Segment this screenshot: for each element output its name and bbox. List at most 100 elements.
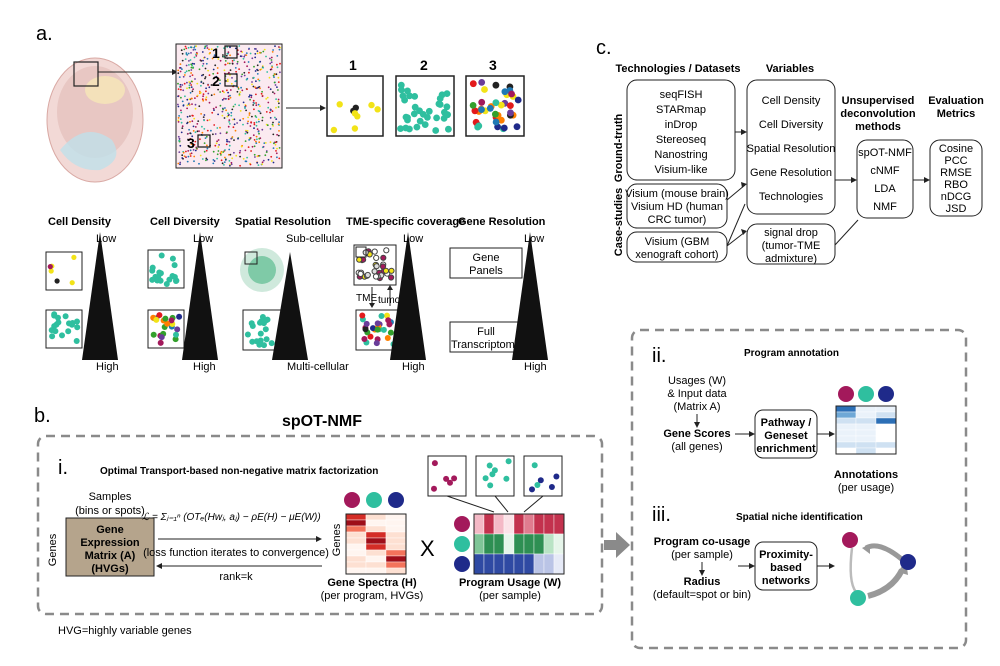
- signal-line1: signal drop: [764, 227, 818, 239]
- tissue-cell-dot: [256, 161, 259, 164]
- tissue-cell-dot: [206, 129, 209, 132]
- tissue-cell-dot: [199, 91, 202, 94]
- density-low-dot: [54, 278, 60, 284]
- spectra-cell: [345, 543, 367, 551]
- loss-note: (loss function iterates to convergence): [143, 547, 329, 559]
- tissue-cell-dot: [234, 103, 237, 106]
- tissue-cell-dot: [177, 69, 180, 72]
- tissue-cell-dot: [205, 62, 208, 65]
- tissue-cell-dot: [243, 74, 246, 77]
- tissue-cell-dot: [204, 76, 207, 78]
- usage-cell: [483, 553, 495, 575]
- tissue-cell-dot: [177, 135, 180, 138]
- tissue-cell-dot: [221, 99, 224, 101]
- annotation-cell: [875, 441, 897, 449]
- tissue-cell-dot: [179, 163, 181, 166]
- tissue-cell-dot: [177, 88, 180, 90]
- tissue-cell-dot: [194, 126, 197, 128]
- tissue-cell-dot: [279, 71, 281, 74]
- tissue-cell-dot: [224, 159, 227, 161]
- tissue-cell-dot: [228, 119, 231, 121]
- tissue-cell-dot: [245, 54, 248, 56]
- tissue-cell-dot: [226, 140, 228, 143]
- tissue-cell-dot: [219, 104, 222, 107]
- diversity-low-dot: [169, 255, 176, 262]
- tissue-cell-dot: [206, 144, 208, 147]
- tissue-cell-dot: [226, 80, 229, 83]
- tissue-cell-dot: [179, 63, 182, 65]
- tissue-cell-dot: [180, 88, 182, 91]
- spot-nmf-dashed-box: [36, 434, 604, 616]
- gene-resolution-wedge: [512, 232, 548, 360]
- usage-inset-dot: [489, 471, 496, 478]
- tissue-cell-dot: [255, 142, 258, 145]
- tissue-cell-dot: [254, 86, 256, 89]
- case1-line2: Visium HD (human: [631, 201, 723, 213]
- tme-high: High: [402, 361, 425, 373]
- tissue-cell-dot: [278, 121, 280, 124]
- tme-high-dot: [359, 312, 366, 319]
- annotation-cell: [875, 429, 897, 437]
- annotation-cell: [835, 435, 857, 443]
- tme-high-dot: [378, 313, 385, 319]
- usage-inset-dot: [503, 475, 510, 482]
- inset-cell-dot: [398, 86, 405, 94]
- signal-drop-box: [746, 223, 836, 265]
- flow-arrow: [604, 532, 630, 558]
- tissue-cell-dot: [271, 66, 274, 68]
- tissue-cell-dot: [270, 56, 273, 59]
- tissue-cell-dot: [226, 53, 229, 55]
- tissue-cell-dot: [216, 157, 219, 160]
- tissue-cell-dot: [189, 132, 192, 135]
- tissue-cell-dot: [270, 68, 273, 71]
- tissue-cell-dot: [278, 46, 280, 48]
- tissue-cell-dot: [180, 109, 182, 112]
- tissue-cell-dot: [208, 48, 210, 51]
- tissue-cell-dot: [186, 81, 188, 84]
- spectra-cell: [365, 555, 387, 563]
- zoom-label-2: 2: [212, 73, 220, 89]
- spectra-cell: [385, 531, 407, 539]
- inset-cell-dot: [410, 110, 418, 118]
- tissue-cell-dot: [278, 147, 281, 149]
- times-symbol: X: [420, 536, 435, 561]
- tissue-cell-dot: [198, 105, 201, 108]
- tissue-cell-dot: [189, 59, 192, 61]
- tme-low-dot: [382, 267, 390, 274]
- tissue-cell-dot: [251, 115, 253, 118]
- tissue-cell-dot: [276, 63, 278, 66]
- tissue-cell-dot: [186, 160, 189, 163]
- tissue-cell-dot: [256, 50, 259, 52]
- diversity-high-dot: [158, 334, 165, 341]
- pathway-line3: enrichment: [756, 443, 816, 455]
- tme-high-dot: [363, 320, 370, 327]
- annotations-heatmap: [835, 405, 897, 455]
- tumor-label: tumor: [378, 295, 404, 306]
- spectra-cell: [365, 531, 387, 539]
- tissue-cell-dot: [186, 87, 188, 90]
- tissue-cell-dot: [223, 97, 225, 100]
- tissue-cell-dot: [245, 109, 248, 112]
- tissue-cell-dot: [194, 48, 197, 51]
- tissue-cell-dot: [251, 83, 253, 86]
- tissue-cell-dot: [225, 98, 227, 100]
- gene-expression-matrix: [65, 517, 155, 577]
- tissue-cell-dot: [261, 161, 264, 164]
- spectra-cell: [385, 567, 407, 575]
- tissue-cell-dot: [217, 77, 220, 80]
- sub-i-title: Optimal Transport-based non-negative mat…: [100, 466, 378, 477]
- tissue-cell-dot: [216, 153, 219, 156]
- annotation-cell: [835, 441, 857, 449]
- tissue-cell-dot: [277, 106, 280, 108]
- rank-label: rank=k: [219, 571, 253, 583]
- tissue-cell-dot: [266, 71, 269, 73]
- tissue-cell-dot: [202, 59, 204, 62]
- tissue-cell-dot: [195, 147, 198, 150]
- inset-cell-dot: [433, 114, 440, 122]
- inset-cell-dot: [445, 125, 452, 133]
- spectra-cell: [365, 549, 387, 557]
- tissue-cell-dot: [217, 150, 220, 152]
- tissue-cell-dot: [198, 68, 201, 71]
- tissue-cell-dot: [192, 125, 195, 128]
- tissue-cell-dot: [188, 81, 191, 83]
